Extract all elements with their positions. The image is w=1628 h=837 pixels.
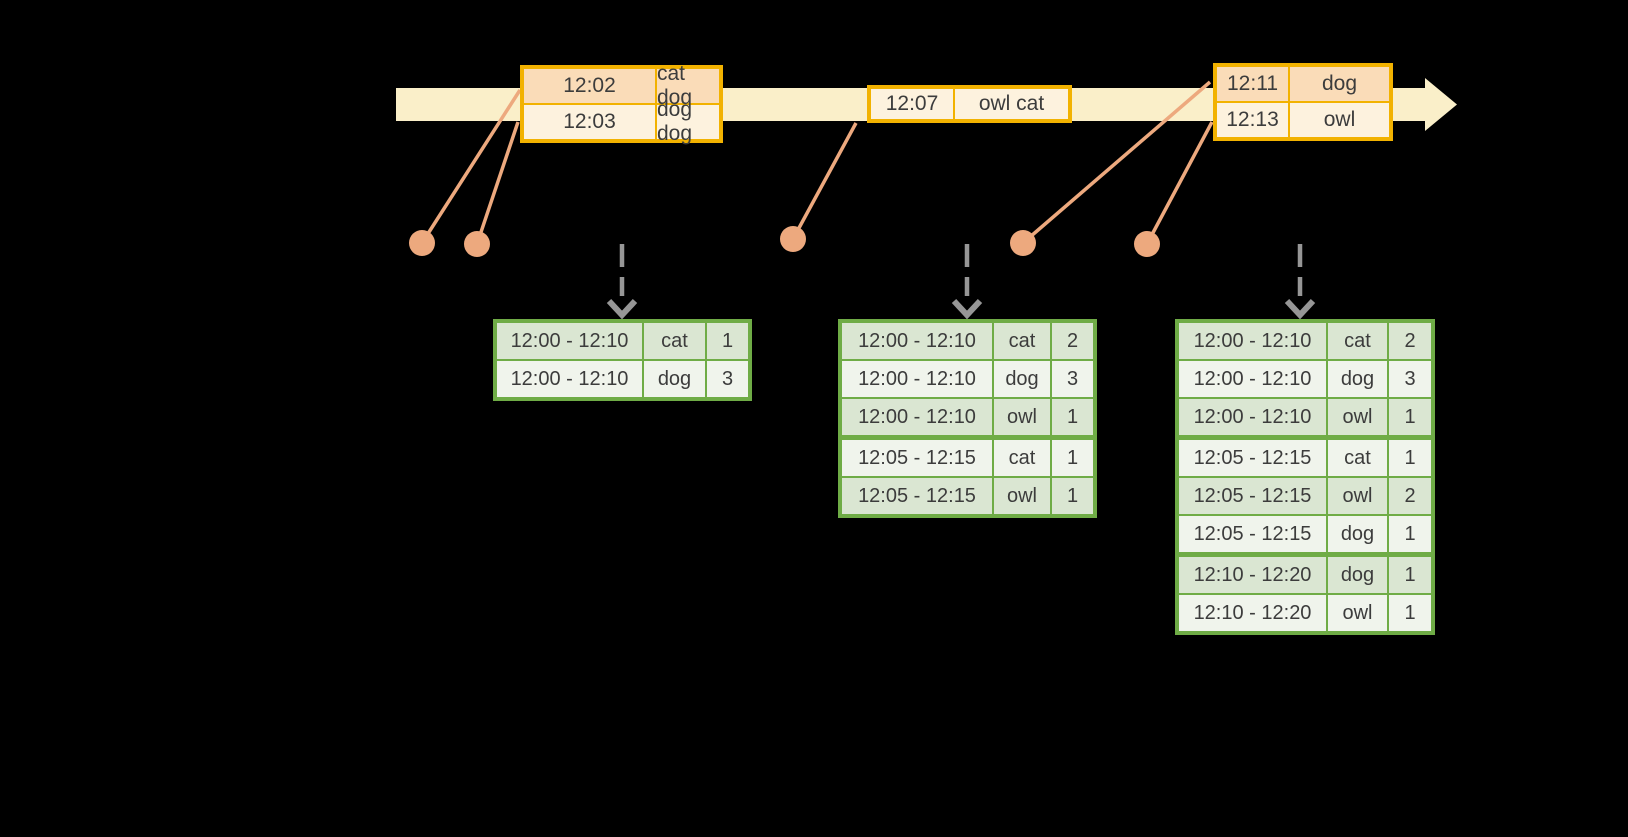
trigger-arrowhead-icon: [606, 298, 638, 320]
count: 1: [1389, 595, 1431, 631]
result-row: 12:10 - 12:20 dog 1: [1179, 557, 1431, 593]
count: 1: [1389, 516, 1431, 552]
result-row: 12:05 - 12:15 dog 1: [1179, 516, 1431, 552]
count: 1: [1052, 399, 1093, 435]
word: owl: [1328, 399, 1387, 435]
stream-events-table-3: 12:11 dog 12:13 owl: [1213, 63, 1393, 141]
result-row: 12:00 - 12:10 owl 1: [1179, 399, 1431, 435]
result-row: 12:00 - 12:10 cat 2: [842, 323, 1093, 359]
count: 3: [1052, 361, 1093, 397]
window-range: 12:00 - 12:10: [497, 361, 642, 397]
word: dog: [1328, 361, 1387, 397]
event-time-dot: [464, 231, 490, 257]
window-range: 12:05 - 12:15: [1179, 516, 1326, 552]
event-words: owl: [1290, 103, 1389, 137]
word: cat: [644, 323, 705, 359]
word: owl: [994, 478, 1050, 514]
result-row: 12:00 - 12:10 dog 3: [842, 361, 1093, 397]
window-range: 12:05 - 12:15: [842, 478, 992, 514]
result-row: 12:10 - 12:20 owl 1: [1179, 595, 1431, 631]
count: 2: [1389, 478, 1431, 514]
event-connector-line: [1145, 121, 1214, 245]
trigger-arrowhead-icon: [951, 298, 983, 320]
event-time-dot: [780, 226, 806, 252]
word: dog: [1328, 557, 1387, 593]
word: cat: [1328, 440, 1387, 476]
window-range: 12:10 - 12:20: [1179, 595, 1326, 631]
word: owl: [1328, 478, 1387, 514]
event-connector-line: [420, 89, 522, 244]
word: cat: [994, 440, 1050, 476]
event-time-dot: [409, 230, 435, 256]
window-range: 12:05 - 12:15: [842, 440, 992, 476]
count: 1: [707, 323, 748, 359]
stream-events-table-2: 12:07 owl cat: [867, 85, 1072, 123]
count: 1: [1389, 399, 1431, 435]
window-range: 12:05 - 12:15: [1179, 478, 1326, 514]
word: dog: [994, 361, 1050, 397]
timeline-arrowhead-icon: [1425, 78, 1457, 131]
stream-event-row: 12:02 cat dog: [524, 62, 719, 109]
count: 3: [1389, 361, 1431, 397]
result-counts-table-2: 12:00 - 12:10 cat 2 12:00 - 12:10 dog 3 …: [838, 319, 1097, 518]
event-time: 12:07: [871, 89, 953, 119]
event-words: dog: [1290, 67, 1389, 101]
result-row: 12:00 - 12:10 dog 3: [1179, 361, 1431, 397]
result-row: 12:00 - 12:10 cat 1: [497, 323, 748, 359]
window-range: 12:00 - 12:10: [842, 323, 992, 359]
word: owl: [1328, 595, 1387, 631]
event-words: owl cat: [955, 89, 1068, 119]
stream-event-row: 12:13 owl: [1217, 103, 1389, 137]
count: 1: [1052, 440, 1093, 476]
word: cat: [1328, 323, 1387, 359]
count: 3: [707, 361, 748, 397]
word: dog: [644, 361, 705, 397]
window-range: 12:00 - 12:10: [842, 399, 992, 435]
event-time: 12:03: [524, 105, 655, 139]
event-time-dot: [1010, 230, 1036, 256]
count: 1: [1389, 440, 1431, 476]
window-range: 12:00 - 12:10: [1179, 323, 1326, 359]
result-row: 12:05 - 12:15 cat 1: [1179, 440, 1431, 476]
window-range: 12:10 - 12:20: [1179, 557, 1326, 593]
count: 1: [1052, 478, 1093, 514]
event-connector-line: [791, 122, 858, 240]
window-range: 12:00 - 12:10: [1179, 361, 1326, 397]
result-row: 12:00 - 12:10 dog 3: [497, 361, 748, 397]
trigger-arrowhead-icon: [1284, 298, 1316, 320]
window-range: 12:00 - 12:10: [497, 323, 642, 359]
result-counts-table-1: 12:00 - 12:10 cat 1 12:00 - 12:10 dog 3: [493, 319, 752, 401]
count: 2: [1052, 323, 1093, 359]
event-words: dog dog: [657, 98, 719, 145]
stream-events-table-1: 12:02 cat dog 12:03 dog dog: [520, 62, 723, 145]
word: owl: [994, 399, 1050, 435]
stream-event-row: 12:07 owl cat: [871, 89, 1068, 119]
result-counts-table-3: 12:00 - 12:10 cat 2 12:00 - 12:10 dog 3 …: [1175, 319, 1435, 635]
word: cat: [994, 323, 1050, 359]
count: 1: [1389, 557, 1431, 593]
event-connector-line: [1021, 80, 1212, 245]
result-row: 12:00 - 12:10 cat 2: [1179, 323, 1431, 359]
event-words: cat dog: [657, 62, 719, 109]
window-range: 12:00 - 12:10: [842, 361, 992, 397]
event-time: 12:13: [1217, 103, 1288, 137]
event-time: 12:11: [1217, 67, 1288, 101]
event-time: 12:02: [524, 69, 655, 103]
result-row: 12:05 - 12:15 owl 2: [1179, 478, 1431, 514]
word: dog: [1328, 516, 1387, 552]
window-range: 12:05 - 12:15: [1179, 440, 1326, 476]
event-time-dot: [1134, 231, 1160, 257]
window-range: 12:00 - 12:10: [1179, 399, 1326, 435]
result-row: 12:05 - 12:15 cat 1: [842, 440, 1093, 476]
result-row: 12:00 - 12:10 owl 1: [842, 399, 1093, 435]
stream-event-row: 12:11 dog: [1217, 67, 1389, 101]
event-connector-line: [475, 121, 520, 245]
result-row: 12:05 - 12:15 owl 1: [842, 478, 1093, 514]
count: 2: [1389, 323, 1431, 359]
stream-event-row: 12:03 dog dog: [524, 98, 719, 145]
